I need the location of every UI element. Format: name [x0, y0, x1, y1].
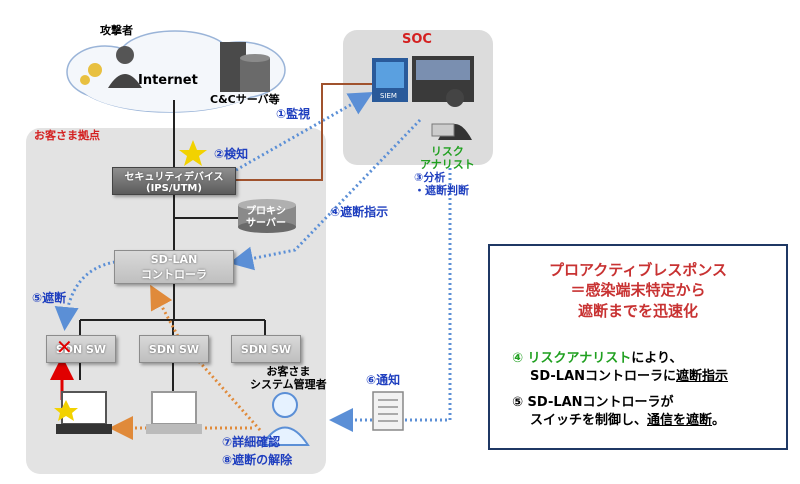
risk-analyst-label: リスク アナリスト — [420, 145, 475, 171]
soc-label: SOC — [402, 32, 432, 47]
step-3-label: ③分析 ・遮断判断 — [414, 171, 469, 197]
summary-item-5-underline: 通信を遮断 — [647, 412, 713, 428]
admin-icon — [260, 392, 310, 446]
summary-item-5: ⑤ SD-LANコントローラが スイッチを制御し、通信を遮断。 — [512, 394, 725, 429]
siem-label: SIEM — [380, 92, 397, 100]
pc-icon — [146, 391, 202, 434]
cc-server-label: C&Cサーバ等 — [210, 93, 280, 106]
step-4-label: ④遮断指示 — [330, 205, 389, 219]
summary-panel: プロアクティブレスポンス ＝感染端末特定から 遮断までを迅速化 ④ リスクアナリ… — [488, 244, 788, 450]
sdn-sw-1: SDN SW — [46, 335, 116, 363]
customer-site-label: お客さま拠点 — [34, 129, 100, 142]
sdn-sw-2: SDN SW — [139, 335, 209, 363]
summary-item-5-num: ⑤ — [512, 395, 524, 410]
step-2-label: ②検知 — [214, 147, 249, 161]
summary-item-4: ④ リスクアナリストにより、 SD-LANコントローラに遮断指示 — [512, 350, 728, 385]
summary-title: プロアクティブレスポンス ＝感染端末特定から 遮断までを迅速化 — [548, 261, 728, 320]
notification-document-icon — [372, 391, 404, 431]
attacker-label: 攻撃者 — [100, 24, 133, 37]
summary-item-4-underline: 遮断指示 — [676, 368, 729, 384]
blocked-x-icon: ✕ — [56, 335, 73, 359]
proxy-label: プロキシ サーバー — [246, 206, 286, 229]
sdlan-controller-label: SD-LAN コントローラ — [141, 252, 207, 281]
step-7-label: ⑦詳細確認 — [222, 435, 281, 449]
siem-icon — [372, 58, 408, 102]
virus-icon-pc — [54, 400, 78, 421]
sdn-sw-2-label: SDN SW — [148, 342, 200, 356]
server-icon — [220, 42, 270, 92]
analyst-icon — [431, 89, 472, 140]
admin-label: お客さま システム管理者 — [250, 365, 327, 391]
security-device-box: セキュリティデバイス (IPS/UTM) — [112, 167, 236, 195]
step-1-label: ①監視 — [276, 107, 311, 121]
virus-icon — [179, 140, 207, 166]
summary-item-5-line1: SD-LANコントローラが — [527, 395, 674, 410]
step-6-label: ⑥通知 — [366, 373, 401, 387]
sdn-sw-3-label: SDN SW — [240, 342, 292, 356]
internet-label: Internet — [138, 73, 198, 88]
step-5-label: ⑤遮断 — [32, 291, 67, 305]
summary-item-4-line2: SD-LANコントローラに — [530, 368, 677, 384]
attacker-icon — [80, 46, 142, 88]
summary-item-4-analyst: リスクアナリスト — [527, 351, 632, 366]
sdlan-controller-box: SD-LAN コントローラ — [114, 250, 234, 284]
step-8-label: ⑧遮断の解除 — [222, 453, 293, 467]
operations-room-icon — [412, 56, 474, 102]
summary-item-4-num: ④ — [512, 351, 524, 366]
summary-item-5-line2: スイッチを制御し、 — [530, 412, 648, 428]
sdn-sw-3: SDN SW — [231, 335, 301, 363]
sdn-sw-1-label: SDN SW — [55, 342, 107, 356]
security-device-label: セキュリティデバイス (IPS/UTM) — [124, 172, 224, 194]
summary-item-4-rest: により、 — [631, 351, 683, 366]
summary-item-5-end: 。 — [712, 412, 726, 428]
proxy-cylinder-icon — [238, 199, 296, 233]
